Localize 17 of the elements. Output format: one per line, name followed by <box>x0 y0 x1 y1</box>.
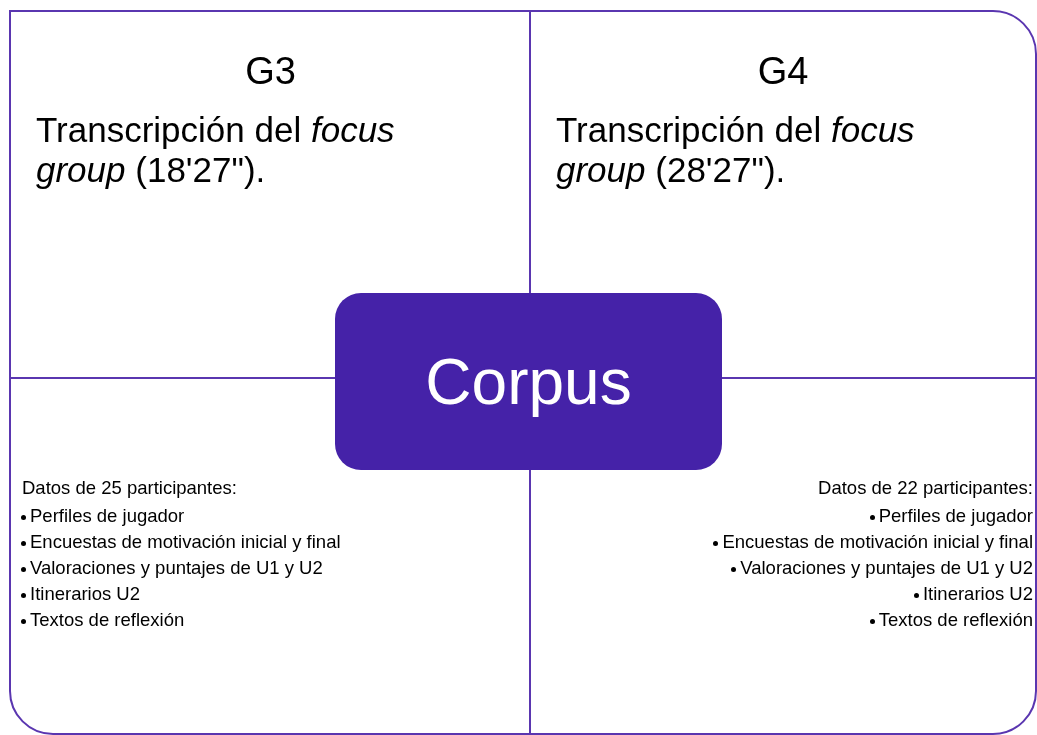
list-item: Perfiles de jugador <box>878 505 1033 526</box>
list-item: Encuestas de motivación inicial y final <box>30 531 341 552</box>
title-box: Corpus <box>335 293 722 470</box>
group-heading: G4 <box>756 50 810 93</box>
description-text: Transcripción del focus group (28'27"). <box>556 110 916 190</box>
list-item: Itinerarios U2 <box>923 583 1033 604</box>
list-heading: Datos de 25 participantes: <box>22 476 237 500</box>
list-heading: Datos de 22 participantes: <box>818 476 1033 500</box>
list-item: Valoraciones y puntajes de U1 y U2 <box>30 557 323 578</box>
group-heading: G3 <box>244 50 297 93</box>
description-text: Transcripción del focus group (18'27"). <box>36 110 396 190</box>
list-item: Itinerarios U2 <box>30 583 140 604</box>
list-item: Textos de reflexión <box>30 609 185 630</box>
list-item: Textos de reflexión <box>878 609 1033 630</box>
list-item: Valoraciones y puntajes de U1 y U2 <box>740 557 1033 578</box>
list-item: Perfiles de jugador <box>30 505 185 526</box>
list-item: Encuestas de motivación inicial y final <box>722 531 1033 552</box>
